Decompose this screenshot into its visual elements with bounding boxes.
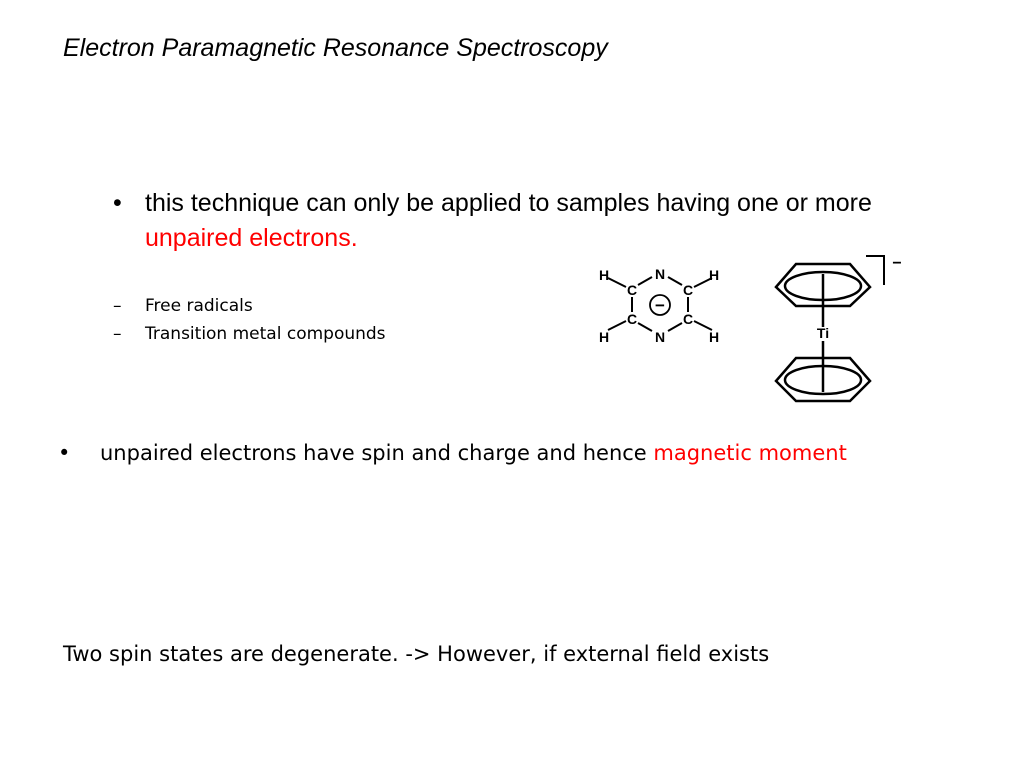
bullet-marker: • (58, 441, 71, 465)
atom-h: H (599, 267, 609, 283)
degenerate-statement: Two spin states are degenerate. -> Howev… (63, 642, 770, 666)
bullet-text: unpaired electrons have spin and charge … (100, 441, 847, 465)
pyrazine-anion-structure: − H C N C H H C N C H (599, 266, 719, 345)
atom-h: H (599, 329, 609, 345)
atom-c: C (627, 311, 637, 327)
atom-c: C (627, 282, 637, 298)
atom-c: C (683, 311, 693, 327)
bullet-text: this technique can only be applied to sa… (145, 186, 925, 256)
atom-n: N (655, 266, 665, 282)
atom-n: N (655, 329, 665, 345)
charge-sign: − (892, 255, 901, 272)
atom-h: H (709, 267, 719, 283)
metal-label: Ti (817, 325, 829, 341)
dash-marker: – (113, 296, 122, 316)
bullet-marker: • (113, 189, 122, 217)
highlight-unpaired-electrons: unpaired electrons. (145, 224, 358, 252)
charge-circle (649, 294, 671, 316)
slide-title: Electron Paramagnetic Resonance Spectros… (63, 34, 608, 62)
bullet-text-main: this technique can only be applied to sa… (145, 189, 872, 217)
bullet-text-main: unpaired electrons have spin and charge … (100, 441, 654, 465)
bis-benzene-titanium-structure: Ti − (774, 255, 902, 403)
subpoint-text: Free radicals (145, 296, 253, 316)
atom-h: H (709, 329, 719, 345)
atom-c: C (683, 282, 693, 298)
charge-sign: − (655, 296, 665, 315)
highlight-magnetic-moment: magnetic moment (653, 441, 847, 465)
dash-marker: – (113, 324, 122, 344)
subpoint-text: Transition metal compounds (145, 324, 386, 344)
